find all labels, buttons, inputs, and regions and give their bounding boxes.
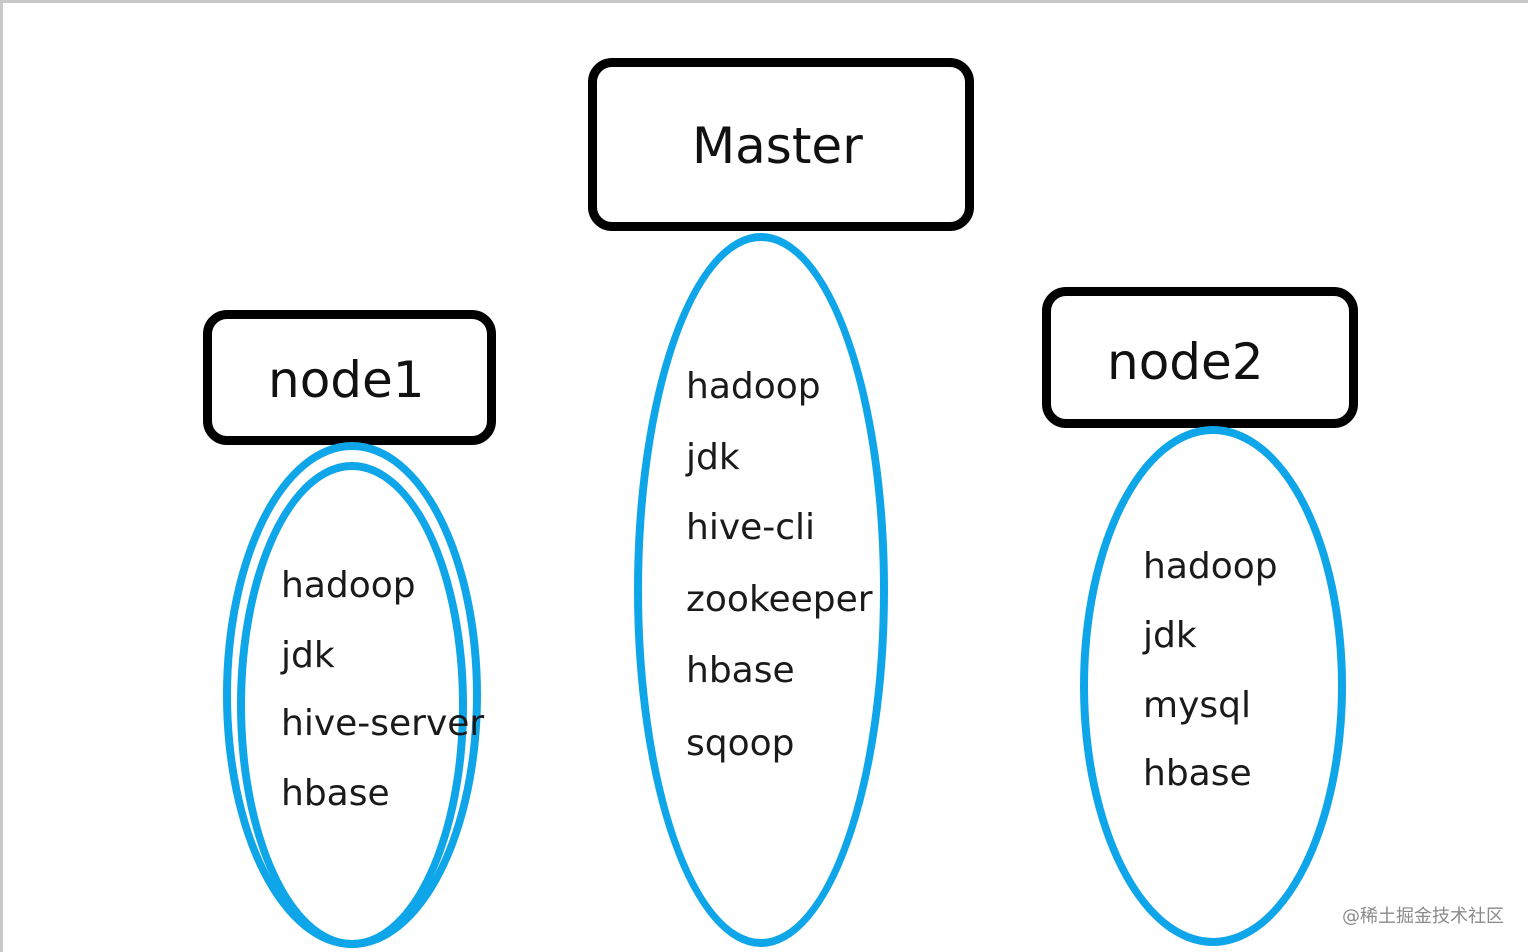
master-node-title: Master <box>692 117 863 175</box>
frame-top-edge <box>0 0 1528 3</box>
master-service-hbase: hbase <box>686 650 795 691</box>
master-service-jdk: jdk <box>686 437 740 478</box>
frame-left-edge <box>0 0 3 952</box>
master-service-hive-cli: hive-cli <box>686 507 816 548</box>
master-service-hadoop: hadoop <box>686 366 821 407</box>
node2-service-hbase: hbase <box>1143 753 1252 794</box>
master-service-zookeeper: zookeeper <box>686 579 873 620</box>
node2-title: node2 <box>1107 333 1264 391</box>
node2-box <box>1042 287 1358 428</box>
master-node-box <box>588 58 974 231</box>
master-service-sqoop: sqoop <box>686 723 795 764</box>
node2-service-hadoop: hadoop <box>1143 546 1278 587</box>
node1-service-hive-server: hive-server <box>281 703 485 744</box>
node1-service-hbase: hbase <box>281 773 390 814</box>
node1-box <box>203 310 496 445</box>
node2-service-mysql: mysql <box>1143 685 1251 726</box>
node1-services-capsule-inner <box>237 462 467 948</box>
node1-title: node1 <box>268 351 425 409</box>
master-services-capsule <box>634 233 888 947</box>
node1-service-jdk: jdk <box>281 635 335 676</box>
node2-service-jdk: jdk <box>1143 615 1197 656</box>
node1-service-hadoop: hadoop <box>281 565 416 606</box>
watermark-text: @稀土掘金技术社区 <box>1342 906 1504 927</box>
node2-services-capsule <box>1080 426 1346 946</box>
